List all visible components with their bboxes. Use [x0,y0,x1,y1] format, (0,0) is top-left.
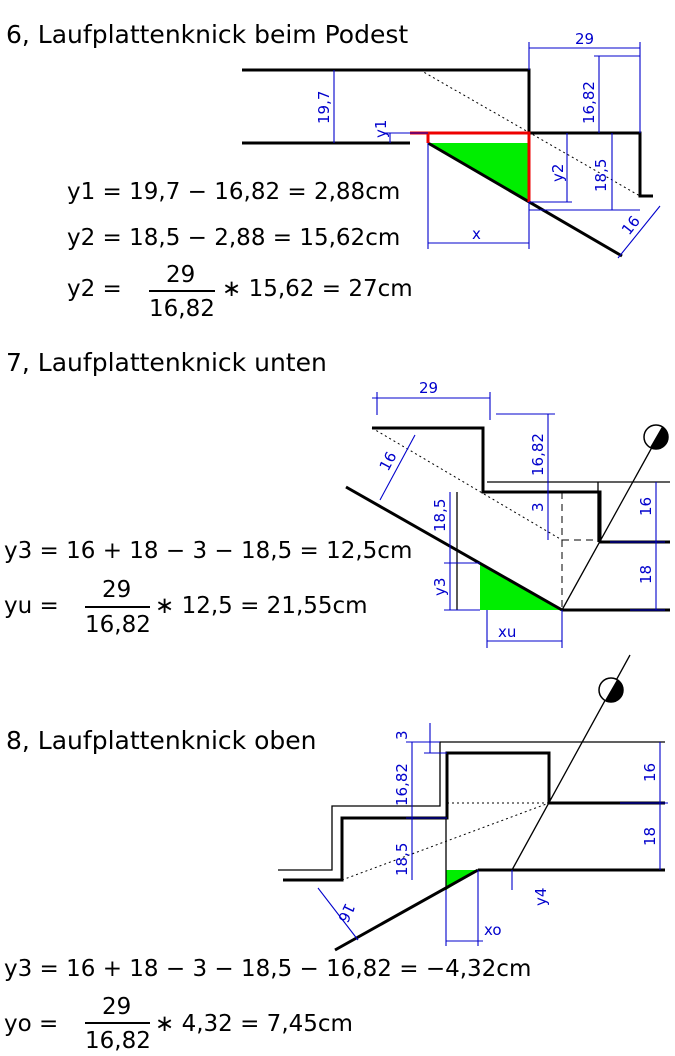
section-6-drawing: 29 16,82 19,7 y1 y2 18,5 16 x [242,30,661,259]
section-8-drawing: 3 16,82 18,5 16 18 16 y4 xo [278,654,668,952]
equation-y3: y3 = 16 + 18 − 3 − 18,5 − 16,82 = −4,32c… [4,956,531,982]
dim-x: x [472,225,481,243]
fraction-numerator: 29 [166,262,195,288]
dim-3: 3 [529,502,547,512]
fraction-denominator: 16,82 [85,1028,151,1054]
dimension-lines [333,42,661,259]
equation-x-lhs: y2 = [67,276,122,302]
dim-y3: y3 [431,578,449,596]
section-marker-icon [643,424,669,450]
stair-outline [283,751,665,882]
fraction-numerator: 29 [102,577,131,603]
equation-yu-lhs: yu = [4,593,59,619]
stair-outline-upper [372,426,670,544]
red-reference [410,131,531,202]
section-8-title: 8, Laufplattenknick oben [6,726,317,755]
dim-16-riser: 16 [641,763,659,782]
dim-16-slab: 16 [376,449,401,474]
dim-29: 29 [419,379,438,397]
equation-y1: y1 = 19,7 − 16,82 = 2,88cm [67,179,400,205]
finish-line [278,741,665,871]
equation-yu-rhs: ∗ 12,5 = 21,55cm [155,593,368,619]
dim-16-slab: 16 [334,900,359,925]
dim-16-riser: 16 [637,497,655,516]
slab-soffit [427,141,623,258]
dim-xo: xo [484,921,502,939]
equation-yo-rhs: ∗ 4,32 = 7,45cm [155,1011,353,1037]
dimension-lines [317,723,668,946]
pitch-line [371,427,563,541]
section-7-drawing: 29 16,82 16 18,5 3 16 18 y3 xu [345,379,670,648]
dim-16-82: 16,82 [393,763,411,806]
section-6: 6, Laufplattenknick beim Podest 29 16,82 [6,20,661,322]
dimension-lines [372,392,665,648]
dim-18-5: 18,5 [431,499,449,532]
dim-xu: xu [498,623,516,641]
dim-16: 16 [618,212,644,238]
dim-y4: y4 [532,888,550,906]
dim-18: 18 [641,827,659,846]
slab-soffit [334,868,479,952]
axis-line [561,439,657,611]
slab-soffit [345,485,563,612]
dim-16-82: 16,82 [529,433,547,476]
stair-outline-upper [242,68,653,198]
section-8: 8, Laufplattenknick oben [4,654,668,1054]
dim-y1: y1 [372,120,390,138]
section-7-title: 7, Laufplattenknick unten [6,348,327,377]
section-7: 7, Laufplattenknick unten [4,348,670,648]
equation-y2: y2 = 18,5 − 2,88 = 15,62cm [67,225,400,251]
equation-y3: y3 = 16 + 18 − 3 − 18,5 = 12,5cm [4,538,412,564]
section-6-title: 6, Laufplattenknick beim Podest [6,20,408,49]
fraction-denominator: 16,82 [149,296,215,322]
dim-18: 18 [637,565,655,584]
dim-16-82: 16,82 [580,81,598,124]
fraction-denominator: 16,82 [85,612,151,638]
equation-yo-lhs: yo = [4,1011,58,1037]
dim-18-5: 18,5 [393,843,411,876]
dim-29: 29 [575,30,594,48]
dim-18-5: 18,5 [592,159,610,192]
section-marker-icon [598,677,624,703]
dim-y2: y2 [549,164,567,182]
equation-x-rhs: ∗ 15,62 = 27cm [222,276,413,302]
dim-3: 3 [393,730,411,740]
dim-19-7: 19,7 [315,91,333,124]
fraction-numerator: 29 [102,994,131,1020]
